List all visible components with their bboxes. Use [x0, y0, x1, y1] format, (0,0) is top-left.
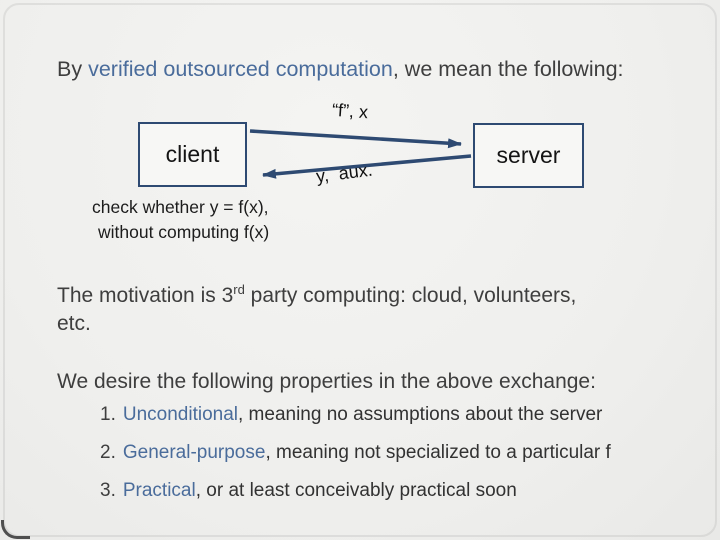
server-label: server: [496, 142, 561, 168]
item-3-rest: , or at least conceivably practical soon: [195, 480, 517, 501]
arrows-graphic: [249, 129, 472, 179]
title-highlight: verified outsourced computation: [88, 57, 393, 81]
item-1-number: 1.: [100, 404, 116, 425]
forward-arrow-label: “f”, x: [331, 99, 369, 123]
client-server-diagram: client server “f”, x y, aux. check wheth…: [0, 95, 720, 250]
client-caption: check whether y = f(x), without computin…: [92, 195, 269, 245]
item-2-keyword: General-purpose: [122, 442, 266, 463]
motivation-paragraph: The motivation is 3rd party computing: c…: [57, 276, 702, 338]
item-2-rest: , meaning not specialized to a particula…: [265, 442, 611, 463]
client-caption-line2: without computing f(x): [98, 222, 270, 242]
item-1-rest: , meaning no assumptions about the serve…: [238, 404, 603, 425]
client-caption-line1: check whether y = f(x),: [92, 197, 269, 217]
client-box: client: [138, 122, 247, 187]
forward-arrow: [249, 129, 462, 149]
item-1-keyword: Unconditional: [122, 404, 238, 425]
motivation-rest: party computing: cloud, volunteers,: [244, 284, 577, 307]
properties-list: 1. Unconditional, meaning no assumptions …: [100, 405, 700, 519]
list-item-1: 1. Unconditional, meaning no assumptions …: [100, 405, 700, 425]
title-suffix: , we mean the following:: [392, 57, 624, 81]
item-3-number: 3.: [100, 480, 116, 501]
desire-paragraph: We desire the following properties in th…: [57, 370, 596, 393]
item-2-number: 2.: [100, 442, 116, 463]
motivation-prefix: The motivation is 3: [57, 284, 234, 307]
slide-title: By verified outsourced computation, we m…: [57, 56, 707, 82]
item-3-keyword: Practical: [122, 480, 196, 501]
title-prefix: By: [57, 57, 89, 81]
motivation-line2: etc.: [57, 312, 91, 335]
list-item-3: 3. Practical, or at least conceivably pra…: [100, 481, 700, 501]
motivation-superscript: rd: [233, 282, 245, 297]
server-box: server: [473, 123, 584, 188]
list-item-2: 2. General-purpose, meaning not specializ…: [100, 443, 700, 463]
client-label: client: [165, 141, 220, 167]
return-arrow: [262, 154, 472, 179]
corner-accent-arc: [1, 520, 30, 539]
